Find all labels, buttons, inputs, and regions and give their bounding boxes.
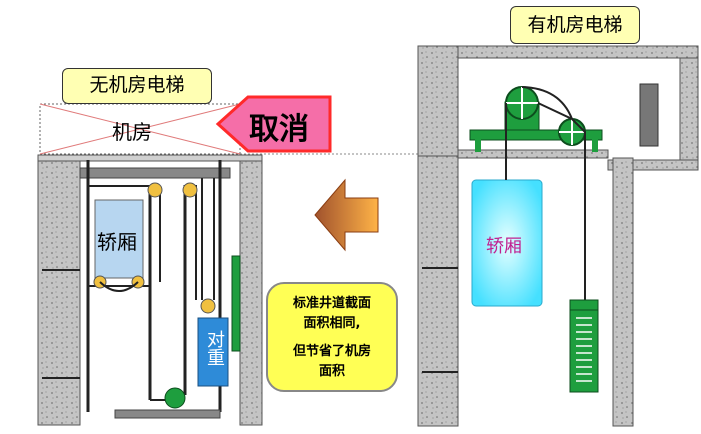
right-counterweight-cap — [569, 299, 599, 311]
left-shaft-wall-right — [239, 154, 263, 426]
machine-room-wall-left — [417, 45, 459, 157]
machine-room-floor — [457, 149, 609, 159]
note-line-3: 但节省了机房 — [292, 344, 371, 359]
left-title: 无机房电梯 — [89, 74, 185, 96]
left-car — [94, 199, 144, 279]
left-traction-machine — [164, 387, 186, 409]
control-cabinet — [639, 83, 659, 147]
machine-room-wall-right — [679, 57, 699, 169]
left-rope-car — [99, 281, 139, 292]
right-elevator-diagram — [417, 45, 699, 427]
left-top-sheave-1 — [147, 182, 163, 198]
note-line-2: 面积相同, — [303, 316, 361, 331]
left-top-sheave-2 — [182, 182, 198, 198]
machine-room-floor-right — [607, 159, 699, 171]
left-shaft-top — [37, 154, 263, 162]
right-shaft-wall-right — [612, 157, 634, 427]
left-elevator-diagram — [37, 103, 263, 426]
counterweight-label: 对重 — [204, 330, 225, 366]
cancel-arrow — [215, 95, 332, 153]
cancel-label: 取消 — [249, 112, 309, 147]
left-car-label: 轿厢 — [97, 230, 137, 254]
left-shaft-wall-left — [37, 154, 81, 426]
right-shaft-wall-left — [417, 155, 459, 427]
right-title: 有机房电梯 — [527, 14, 623, 36]
machine-room-roof — [417, 45, 699, 59]
note-box: 标准井道截面 面积相同, 但节省了机房 面积 — [266, 282, 398, 392]
left-counterweight — [197, 317, 229, 387]
machine-room-label: 机房 — [112, 120, 152, 144]
traction-machine-leg-2 — [592, 138, 598, 152]
right-car-label: 轿厢 — [486, 236, 522, 257]
right-title-box: 有机房电梯 — [510, 6, 640, 44]
note-line-1: 标准井道截面 — [292, 296, 371, 311]
comparison-arrow — [314, 178, 379, 252]
right-counterweight — [569, 301, 599, 393]
machine-room-cross-2 — [39, 103, 241, 155]
left-pit-beam — [114, 409, 221, 419]
left-title-box: 无机房电梯 — [62, 68, 212, 104]
sheave-rope-top — [521, 86, 573, 120]
left-top-beam — [79, 167, 231, 179]
note-line-4: 面积 — [318, 364, 345, 379]
left-cw-sheave — [200, 298, 216, 314]
traction-machine-leg-1 — [475, 138, 481, 152]
left-control-panel — [231, 255, 241, 352]
right-counterweight-stripes — [576, 317, 592, 382]
